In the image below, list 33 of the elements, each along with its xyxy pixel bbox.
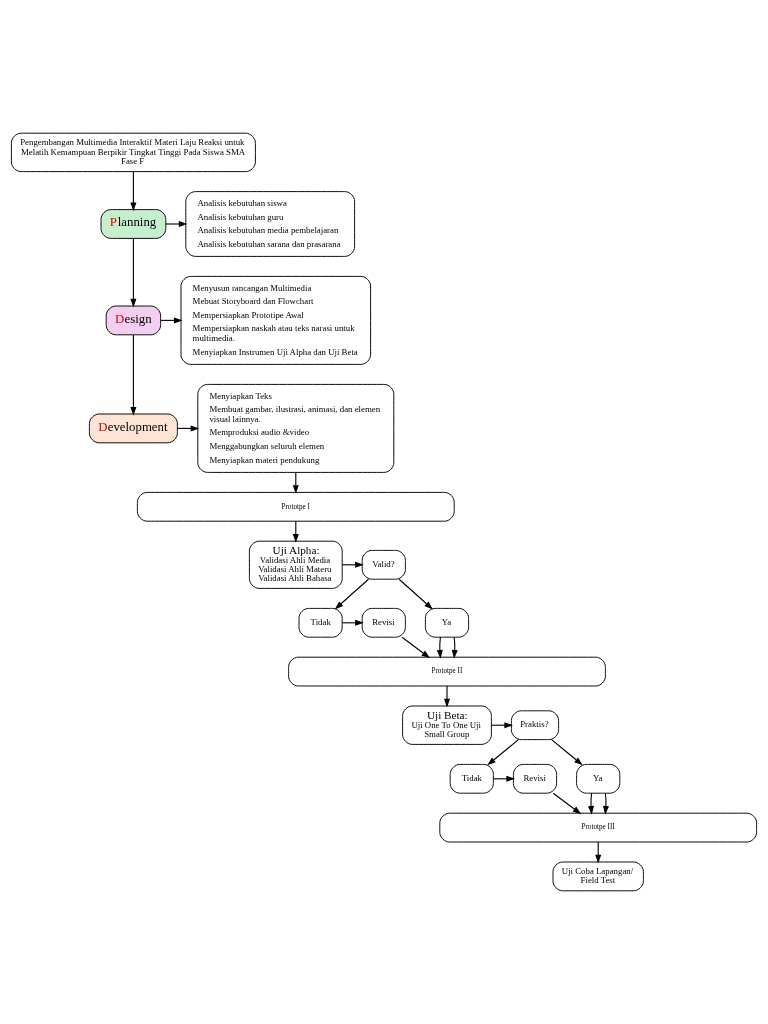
node-box: Ya [576, 763, 621, 794]
arrow [165, 220, 188, 228]
node-box: Revisi [361, 607, 406, 638]
arrow [401, 636, 431, 659]
node-box: Ya [424, 607, 470, 638]
arrow [487, 739, 519, 766]
arrow [130, 334, 137, 416]
arrow [130, 238, 137, 308]
node-box: Revisi [512, 763, 558, 794]
arrow [443, 685, 451, 708]
node-box: Menyiapkan Teks Membuat gambar, ilustrasi, animasi, dan elemen visual lainnya. Memproduksi audio &video Menggabungkan seluruh elemen Menyiapkan materi pendukung [197, 383, 395, 473]
arrow [588, 792, 595, 815]
arrow [551, 739, 583, 766]
node-box: Tidak [449, 763, 494, 794]
arrow [436, 636, 443, 659]
arrow [552, 792, 582, 815]
arrow [334, 578, 370, 610]
node-box: Design [105, 305, 162, 336]
node-box: Tidak [298, 607, 343, 638]
node-box: Uji Alpha: Validasi Ahli Media Validasi Ahli Materu Validasi Ahli Bahasa [248, 540, 343, 589]
node-box: Uji Beta: Uji One To One Uji Small Group [402, 705, 492, 745]
arrow [130, 171, 137, 212]
node-box: Planning [100, 209, 167, 239]
arrow [398, 578, 433, 610]
node-box: Menyusun rancangan Multimedia Mebuat Storyboard dan Flowchart Mempersiapkan Prototipe Awal Mempersiapkan naskah atau teks narasi untuk multimedia. Menyiapkan Instrumen Uji Alpha dan Uji Beta [180, 275, 372, 365]
node-box: Uji Coba Lapangan/ Field Test [552, 861, 644, 892]
node-box: Development [88, 413, 178, 444]
node-box: Analisis kebutuhan siswa Analisis kebutuhan guru Analisis kebutuhan media pembelajaran Analisis kebutuhan sarana dan prasarana [185, 191, 356, 257]
arrow [176, 425, 200, 432]
node-box: Pengembangan Multimedia Interaktif Materi Laju Reaksi untuk Melatih Kemampuan Berpikir Tingkat Tinggi Pada Siswa SMA Fase F [10, 132, 256, 173]
node-box: Valid? [361, 549, 406, 580]
node-box: Praktis? [510, 710, 560, 741]
arrow [602, 792, 609, 815]
